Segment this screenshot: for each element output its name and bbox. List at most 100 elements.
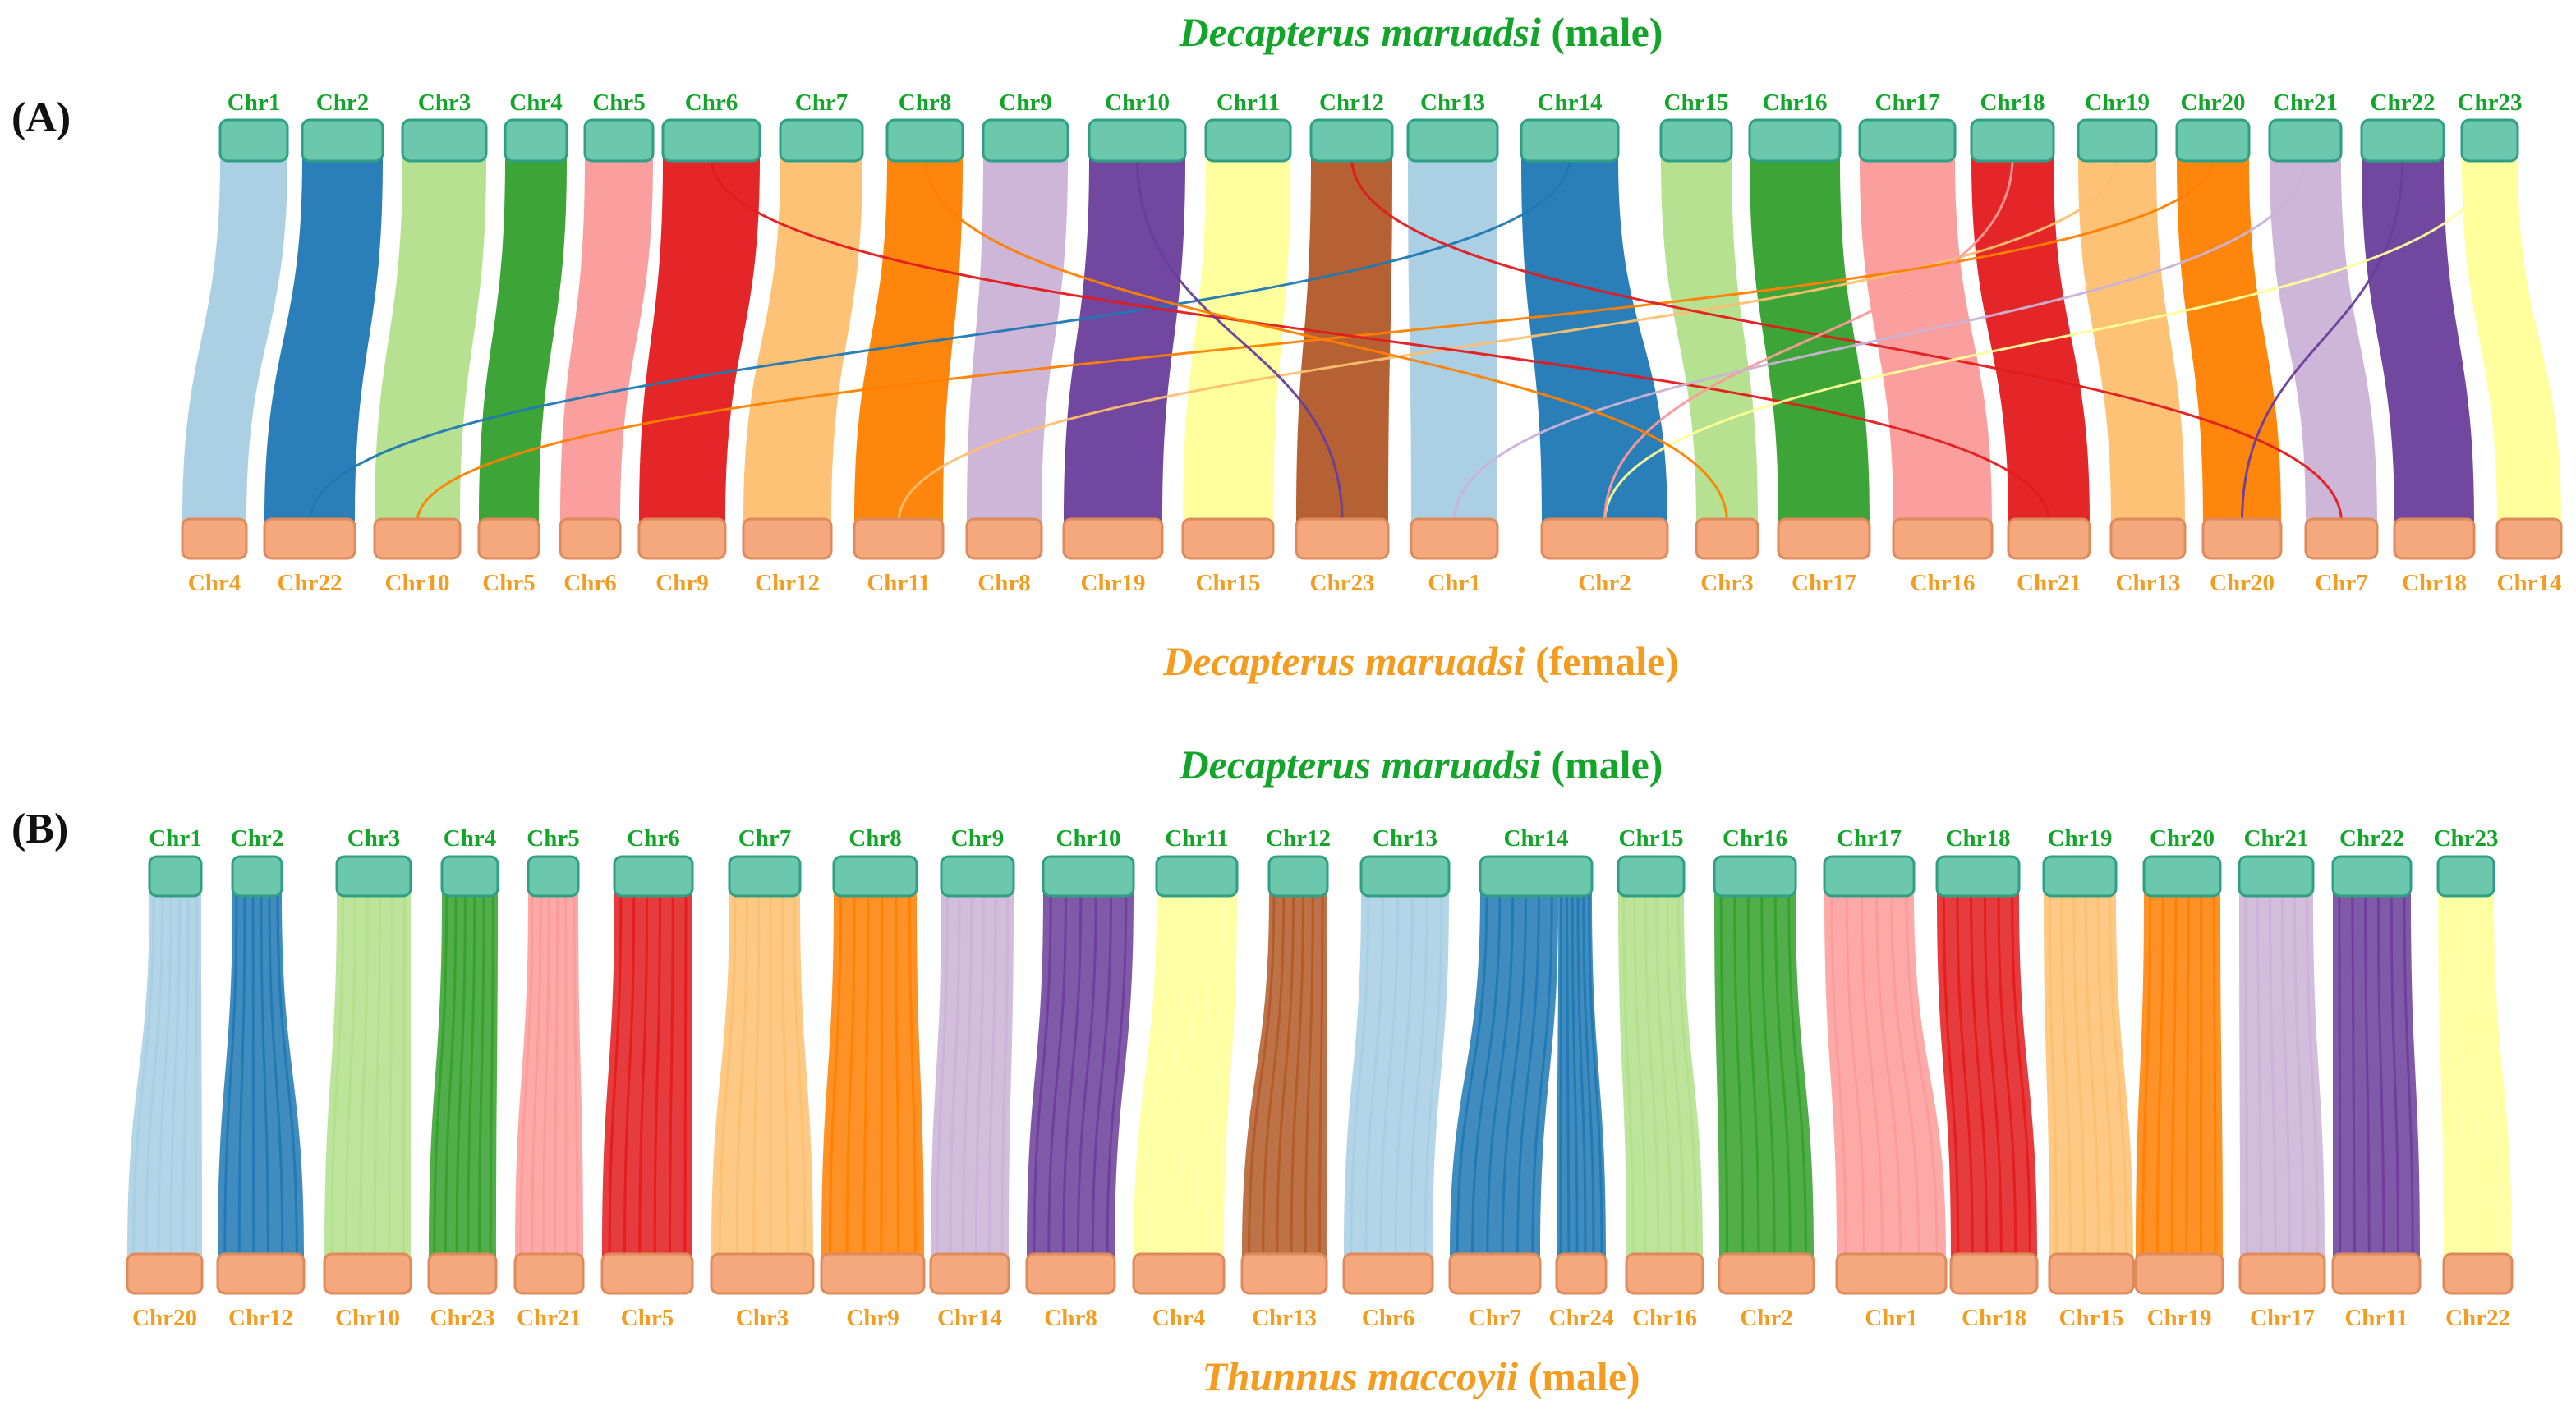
panel-b-strand bbox=[1956, 892, 1974, 1258]
panel-a-bottom-chromosome-box bbox=[1181, 517, 1275, 560]
panel-b-top-chromosome-label: Chr18 bbox=[1946, 825, 2011, 852]
panel-a-top-species: Decapterus maruadsi bbox=[1179, 9, 1541, 55]
panel-a-link-chr10-chr19 bbox=[1064, 158, 1185, 522]
panel-b-bottom-chromosome-label: Chr14 bbox=[937, 1305, 1002, 1331]
panel-a-top-chromosome-label: Chr6 bbox=[685, 90, 738, 116]
panel-a-cross-link-chr22-chr20 bbox=[2241, 157, 2404, 523]
panel-b-bottom-chromosome-box bbox=[1835, 1252, 1948, 1295]
panel-a-cross-link-chr20-chr10 bbox=[416, 157, 2215, 523]
panel-a-bottom-chromosome-label: Chr17 bbox=[1792, 570, 1856, 596]
panel-b-strand bbox=[638, 892, 649, 1258]
panel-b-top-chromosome-label: Chr2 bbox=[231, 825, 283, 852]
panel-b-strand bbox=[2306, 892, 2319, 1258]
panel-a-bottom-chromosome-label: Chr19 bbox=[1081, 570, 1146, 596]
panel-b-bottom-species: Thunnus maccoyii bbox=[1202, 1353, 1518, 1399]
panel-a-cross-link-chr12-chr7 bbox=[1350, 157, 2343, 523]
panel-a-top-chromosome-box bbox=[886, 118, 964, 163]
panel-a-bottom-chromosome-box bbox=[2109, 517, 2187, 560]
panel-a-bottom-chromosome-label: Chr13 bbox=[2116, 570, 2181, 596]
panel-b-strand bbox=[1170, 892, 1192, 1258]
panel-a-top-chromosome-label: Chr3 bbox=[418, 90, 471, 116]
panel-a-bottom-chromosome-label: Chr21 bbox=[2017, 570, 2082, 596]
panel-b-strand bbox=[1531, 892, 1553, 1258]
panel-a-top-chromosome-label: Chr20 bbox=[2181, 90, 2246, 116]
panel-b-strand bbox=[1379, 892, 1400, 1258]
panel-b-top-chromosome-box bbox=[1713, 855, 1797, 898]
panel-a-link-chr5-chr6 bbox=[560, 158, 653, 522]
panel-a-bottom-chromosome-label: Chr7 bbox=[2315, 570, 2367, 596]
panel-b-strand bbox=[1588, 892, 1603, 1258]
panel-a-links bbox=[182, 157, 2561, 523]
panel-a-bottom-chromosome-label: Chr22 bbox=[278, 570, 343, 596]
panel-b-strand bbox=[489, 892, 494, 1258]
panel-a-top-chromosome-label: Chr14 bbox=[1538, 90, 1603, 116]
panel-b-strand bbox=[2141, 892, 2152, 1258]
panel-a-bottom-chromosome-label: Chr2 bbox=[1578, 570, 1631, 596]
panel-b-top-sex: (male) bbox=[1541, 742, 1663, 788]
panel-b-top-chromosome-label: Chr5 bbox=[527, 825, 579, 852]
panel-a-top-chromosome-label: Chr5 bbox=[592, 90, 645, 116]
panel-b-top-chromosome-box bbox=[832, 855, 918, 898]
panel-b-strand bbox=[2072, 892, 2086, 1258]
panel-a-top-chromosome-box bbox=[301, 118, 384, 163]
panel-b-bottom-chromosome-box bbox=[2238, 1252, 2326, 1295]
panel-b-strand bbox=[1733, 892, 1745, 1258]
panel-b-top-chromosome-box bbox=[1267, 855, 1329, 898]
panel-b-strand bbox=[169, 892, 182, 1258]
panel-b-strand bbox=[2212, 892, 2217, 1258]
panel-b-link-chr11-chr4 bbox=[1134, 893, 1237, 1257]
panel-b-top-species: Decapterus maruadsi bbox=[1179, 742, 1541, 788]
panel-b-strand bbox=[936, 892, 949, 1258]
panel-b-strand bbox=[1559, 892, 1563, 1258]
panel-a-top-chromosome-box bbox=[1088, 118, 1187, 163]
panel-b-strand bbox=[987, 892, 997, 1258]
panel-a-bottom-chromosome-box bbox=[2393, 517, 2476, 560]
panel-b-strand bbox=[1677, 892, 1698, 1258]
panel-b-strand bbox=[2156, 892, 2164, 1258]
panel-b-strand bbox=[949, 892, 961, 1258]
panel-b-strand bbox=[132, 892, 155, 1258]
panel-a-bottom-chromosome-box bbox=[1892, 517, 1994, 560]
panel-a-link-chr20-chr20 bbox=[2177, 158, 2281, 522]
panel-b-top-chromosome-label: Chr15 bbox=[1619, 825, 1684, 852]
panel-a-top-chromosome-box bbox=[1204, 118, 1292, 163]
panel-b-top-chromosome-label: Chr19 bbox=[2048, 825, 2113, 852]
panel-b-bottom-chromosome-label: Chr6 bbox=[1362, 1305, 1414, 1331]
panel-b-strand bbox=[1576, 892, 1587, 1258]
panel-b-strand bbox=[268, 892, 284, 1258]
panel-a-top-chromosome-box bbox=[661, 118, 761, 163]
panel-b-strand bbox=[2364, 892, 2371, 1258]
panel-b-top-chromosome-box bbox=[1479, 855, 1594, 898]
panel-b-bottom-chromosome-box bbox=[1025, 1252, 1116, 1295]
panel-b-strand bbox=[1304, 892, 1314, 1258]
panel-b-strand bbox=[1983, 892, 2003, 1258]
panel-a-top-chromosome-label: Chr17 bbox=[1875, 90, 1940, 116]
panel-b-strand bbox=[237, 892, 246, 1258]
panel-a-link-chr8-chr11 bbox=[854, 158, 963, 522]
panel-b-strand bbox=[519, 892, 534, 1258]
panel-b-strand bbox=[828, 892, 842, 1258]
panel-a-link-chr2-chr22 bbox=[264, 158, 383, 522]
panel-b-bottom-chromosome-box bbox=[216, 1252, 306, 1295]
panel-a-bottom-chromosome-box bbox=[181, 517, 248, 560]
panel-b-strand bbox=[2281, 892, 2291, 1258]
panel-a-link-chr1-chr4 bbox=[182, 158, 288, 522]
panel-a-link-chr15-chr3 bbox=[1661, 158, 1758, 522]
panel-b-strand bbox=[344, 892, 356, 1258]
panel-a-top-chromosome-box bbox=[1309, 118, 1394, 163]
panel-a-bottom-chromosome-label: Chr5 bbox=[482, 570, 535, 596]
panel-b-top-chromosome-box bbox=[335, 855, 412, 898]
panel-b-strand bbox=[1890, 892, 1920, 1258]
panel-b-bottom-sex: (male) bbox=[1518, 1353, 1640, 1399]
panel-a-top-chromosome-box bbox=[1970, 118, 2055, 163]
panel-b-strand bbox=[330, 892, 344, 1258]
panel-a-bottom-chromosome-label: Chr6 bbox=[564, 570, 616, 596]
panel-b-strand bbox=[1633, 892, 1647, 1258]
panel-a-top-title: Decapterus maruadsi (male) bbox=[1179, 9, 1663, 55]
panel-b-top-chromosome-label: Chr22 bbox=[2339, 825, 2404, 852]
panel-b-strand bbox=[1276, 892, 1295, 1258]
panel-b-strand bbox=[223, 892, 238, 1258]
panel-a-top-chromosome-box bbox=[1748, 118, 1842, 163]
